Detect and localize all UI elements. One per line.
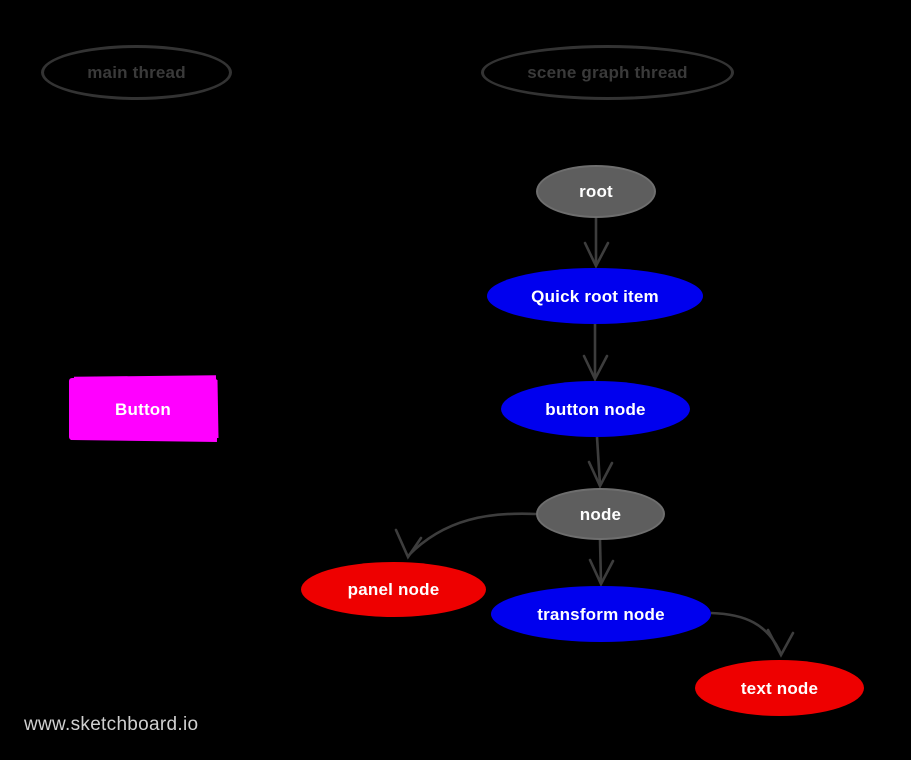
node-label: text node (740, 678, 819, 698)
edge-button-node-to-node (587, 436, 614, 489)
edge-node-to-panel-node (394, 512, 537, 560)
node-label: root (579, 182, 613, 201)
edge-node-to-transform-node (588, 539, 615, 587)
node-button-node[interactable]: button node (501, 381, 690, 437)
node-transform-node[interactable]: transform node (491, 586, 711, 642)
watermark: www.sketchboard.io (24, 714, 199, 735)
edge-quick-root-item-to-button-node (582, 324, 609, 382)
lane-label: main thread (87, 63, 186, 82)
lane-scene-graph-thread[interactable]: scene graph thread (481, 45, 734, 100)
lane-label: scene graph thread (527, 63, 688, 82)
button-body[interactable]: Button (69, 378, 217, 440)
node-label: transform node (537, 604, 665, 624)
node-root[interactable]: root (536, 165, 656, 218)
node-label: Button (115, 399, 171, 419)
node-label: panel node (347, 580, 440, 599)
node-text-node[interactable]: text node (695, 660, 864, 716)
edge-root-to-quick-root-item (583, 218, 610, 269)
node-node[interactable]: node (536, 488, 665, 540)
node-label: button node (545, 399, 646, 419)
node-panel-node[interactable]: panel node (301, 562, 486, 617)
lane-main-thread[interactable]: main thread (41, 45, 232, 100)
edge-transform-node-to-text-node (710, 611, 795, 658)
node-label: node (579, 504, 622, 524)
node-button[interactable]: Button (69, 375, 219, 443)
node-label: Quick root item (531, 286, 659, 306)
node-quick-root-item[interactable]: Quick root item (487, 268, 703, 324)
